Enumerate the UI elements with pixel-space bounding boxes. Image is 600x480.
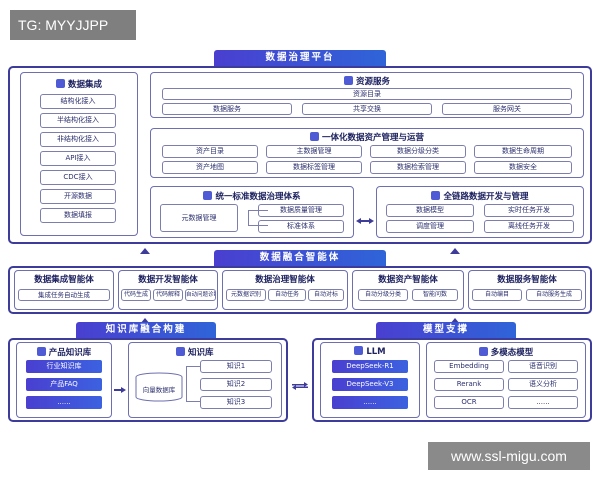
- watermark-bottom: www.ssl-migu.com: [428, 442, 590, 470]
- integration-item[interactable]: 半结构化接入: [40, 113, 116, 128]
- resource-catalog[interactable]: 资源目录: [162, 88, 572, 100]
- dev-item[interactable]: 离线任务开发: [484, 220, 574, 233]
- multimodal-item[interactable]: Rerank: [434, 378, 504, 391]
- llm-icon: [354, 346, 364, 355]
- agent-item[interactable]: 自动服务生成: [526, 289, 582, 301]
- ops-item[interactable]: 资产目录: [162, 145, 258, 158]
- right-arrow-icon: [114, 378, 126, 393]
- standard-item[interactable]: 标准体系: [258, 220, 344, 233]
- bracket-connector: [186, 366, 200, 402]
- dev-icon: [431, 191, 441, 200]
- bidirectional-arrow-icon: [356, 209, 374, 224]
- standard-item[interactable]: 数据质量管理: [258, 204, 344, 217]
- integration-title: 数据集成: [20, 78, 138, 90]
- agent-group-title: 数据治理智能体: [255, 275, 315, 285]
- resource-item[interactable]: 共享交换: [302, 103, 432, 115]
- agent-item[interactable]: 自动分级分类: [358, 289, 408, 301]
- bidirectional-arrow-icon: [292, 376, 308, 390]
- resource-item[interactable]: 数据服务: [162, 103, 292, 115]
- ops-item[interactable]: 数据生命周期: [474, 145, 572, 158]
- platform-title: 数据治理平台: [214, 50, 386, 66]
- integration-item[interactable]: CDC接入: [40, 170, 116, 185]
- kb-item[interactable]: 知识2: [200, 378, 272, 391]
- metadata-management[interactable]: 元数据管理: [160, 204, 238, 232]
- llm-item[interactable]: ......: [332, 396, 408, 409]
- kb-icon: [176, 347, 185, 356]
- database-icon: [134, 372, 184, 402]
- up-arrow-icon: [140, 248, 150, 254]
- dev-item[interactable]: 数据模型: [386, 204, 474, 217]
- integration-item[interactable]: 开源数据: [40, 189, 116, 204]
- agent-item[interactable]: 代码解释: [153, 289, 183, 301]
- ops-icon: [309, 132, 319, 141]
- agent-item[interactable]: 元数据识别: [226, 289, 266, 301]
- integration-item[interactable]: API接入: [40, 151, 116, 166]
- multimodal-item[interactable]: ......: [508, 396, 578, 409]
- ops-item[interactable]: 数据分级分类: [370, 145, 466, 158]
- resource-title: 资源服务: [150, 75, 584, 87]
- agent-item[interactable]: 代码生成: [121, 289, 151, 301]
- multimodal-item[interactable]: Embedding: [434, 360, 504, 373]
- integration-item[interactable]: 结构化接入: [40, 94, 116, 109]
- llm-title: LLM: [320, 346, 420, 357]
- agent-item[interactable]: 智能问数: [412, 289, 458, 301]
- up-arrow-icon: [450, 248, 460, 254]
- standard-icon: [203, 191, 213, 200]
- agent-item[interactable]: 自动编目: [472, 289, 522, 301]
- agent-group-title: 数据资产智能体: [378, 275, 438, 285]
- ops-item[interactable]: 数据标签管理: [266, 161, 362, 174]
- multimodal-icon: [478, 347, 488, 356]
- agent-item[interactable]: 自动问题诊断: [185, 289, 216, 301]
- model-title: 模型支撑: [376, 322, 516, 338]
- multimodal-title: 多模态模型: [426, 346, 586, 358]
- up-arrow-icon: [140, 318, 150, 324]
- agent-item[interactable]: 自动任务: [268, 289, 306, 301]
- multimodal-item[interactable]: 语义分析: [508, 378, 578, 391]
- watermark-top: TG: MYYJJPP: [10, 10, 136, 40]
- up-arrow-icon: [450, 318, 460, 324]
- integration-item[interactable]: 非结构化接入: [40, 132, 116, 147]
- dev-title: 全链路数据开发与管理: [376, 190, 584, 202]
- agent-item[interactable]: 集成任务自动生成: [18, 289, 110, 301]
- integration-icon: [55, 79, 65, 88]
- kb-item[interactable]: 知识3: [200, 396, 272, 409]
- resource-icon: [343, 76, 353, 85]
- dev-item[interactable]: 调度管理: [386, 220, 474, 233]
- resource-item[interactable]: 服务网关: [442, 103, 572, 115]
- llm-item[interactable]: DeepSeek-V3: [332, 378, 408, 391]
- llm-item[interactable]: DeepSeek-R1: [332, 360, 408, 373]
- product-kb-title: 产品知识库: [16, 346, 112, 358]
- agent-group-title: 数据服务智能体: [497, 275, 557, 285]
- agent-group-title: 数据集成智能体: [34, 275, 94, 285]
- bracket-connector: [248, 210, 268, 226]
- multimodal-item[interactable]: 语音识别: [508, 360, 578, 373]
- knowledge-title: 知识库融合构建: [76, 322, 216, 338]
- ops-item[interactable]: 资产地图: [162, 161, 258, 174]
- agent-group-title: 数据开发智能体: [138, 275, 198, 285]
- product-kb-item[interactable]: 行业知识库: [26, 360, 102, 373]
- dev-item[interactable]: 实时任务开发: [484, 204, 574, 217]
- kb-item[interactable]: 知识1: [200, 360, 272, 373]
- agents-title: 数据融合智能体: [214, 250, 386, 266]
- standard-title: 统一标准数据治理体系: [150, 190, 354, 202]
- ops-item[interactable]: 数据检索管理: [370, 161, 466, 174]
- product-kb-icon: [36, 347, 46, 356]
- vector-db-label: 向量数据库: [142, 386, 176, 394]
- ops-item[interactable]: 数据安全: [474, 161, 572, 174]
- product-kb-item[interactable]: ......: [26, 396, 102, 409]
- integration-item[interactable]: 数据填报: [40, 208, 116, 223]
- product-kb-item[interactable]: 产品FAQ: [26, 378, 102, 391]
- multimodal-item[interactable]: OCR: [434, 396, 504, 409]
- kb-title: 知识库: [176, 346, 236, 358]
- agent-item[interactable]: 自动对标: [308, 289, 344, 301]
- ops-title: 一体化数据资产管理与运营: [150, 131, 584, 143]
- ops-item[interactable]: 主数据管理: [266, 145, 362, 158]
